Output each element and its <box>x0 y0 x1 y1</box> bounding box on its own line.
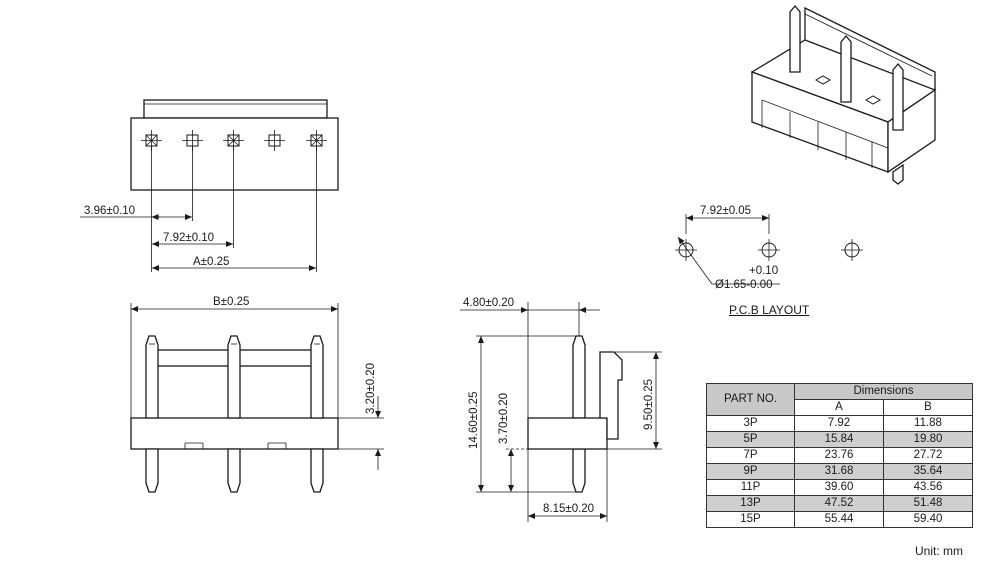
pcb-dim-hole-tol: +0.10 <box>749 265 778 277</box>
cell-a: 15.84 <box>794 431 884 448</box>
front-view-housing <box>130 417 339 450</box>
side-view-wall <box>599 351 623 440</box>
dim-side-bottom: 8.15±0.20 <box>543 503 594 515</box>
top-view: 3.96±0.10 7.92±0.10 A±0.25 <box>80 99 339 272</box>
cell-part: 11P <box>706 479 795 496</box>
dim-pitch: 7.92±0.10 <box>163 232 214 244</box>
cell-part: 3P <box>706 415 795 432</box>
cell-a: 55.44 <box>794 511 884 528</box>
cell-part: 13P <box>706 495 795 512</box>
top-view-housing <box>130 117 339 191</box>
pcb-layout-title: P.C.B LAYOUT <box>729 303 810 317</box>
header-b: B <box>883 399 973 416</box>
header-part-no: PART NO. <box>706 383 795 416</box>
pcb-dim-hole: Ø1.65-0.00 <box>715 279 773 291</box>
cell-b: 27.72 <box>883 447 973 464</box>
pcb-hole <box>841 239 863 261</box>
cell-b: 19.80 <box>883 431 973 448</box>
cell-b: 35.64 <box>883 463 973 480</box>
front-view-pins <box>145 335 324 493</box>
isometric-view <box>750 4 937 185</box>
dim-upper-height: 9.50±0.25 <box>643 379 655 430</box>
cell-b: 11.88 <box>883 415 973 432</box>
dim-total-height: 14.60±0.25 <box>468 392 480 449</box>
dim-housing-height: 3.20±0.20 <box>365 363 377 414</box>
side-view-housing <box>527 417 608 450</box>
cell-part: 5P <box>706 431 795 448</box>
side-view: 4.80±0.20 14.60±0.25 3.70±0.20 9.50±0.25… <box>460 297 662 522</box>
cell-a: 47.52 <box>794 495 884 512</box>
side-view-pin <box>572 335 586 419</box>
pcb-layout: 7.92±0.05 +0.10 Ø1.65-0.00 <box>675 205 863 291</box>
unit-note: Unit: mm <box>915 544 963 558</box>
pcb-dim-pitch: 7.92±0.05 <box>700 205 751 217</box>
cell-b: 43.56 <box>883 479 973 496</box>
pcb-hole <box>675 239 697 261</box>
cell-part: 15P <box>706 511 795 528</box>
pin-square <box>264 130 285 151</box>
cell-a: 23.76 <box>794 447 884 464</box>
pcb-hole <box>758 239 780 261</box>
cell-a: 31.68 <box>794 463 884 480</box>
cell-part: 7P <box>706 447 795 464</box>
cell-part: 9P <box>706 463 795 480</box>
dim-pitch-half: 3.96±0.10 <box>84 205 135 217</box>
dim-b: B±0.25 <box>213 296 249 308</box>
cell-a: 7.92 <box>794 415 884 432</box>
cell-b: 59.40 <box>883 511 973 528</box>
header-dimensions: Dimensions <box>794 383 973 400</box>
header-a: A <box>794 399 884 416</box>
top-view-rib <box>143 99 328 119</box>
dim-lower-height: 3.70±0.20 <box>498 393 510 444</box>
front-view: B±0.25 3.20±0.20 <box>130 296 384 493</box>
dim-a: A±0.25 <box>193 256 229 268</box>
cell-a: 39.60 <box>794 479 884 496</box>
cell-b: 51.48 <box>883 495 973 512</box>
dim-side-top: 4.80±0.20 <box>463 297 514 309</box>
